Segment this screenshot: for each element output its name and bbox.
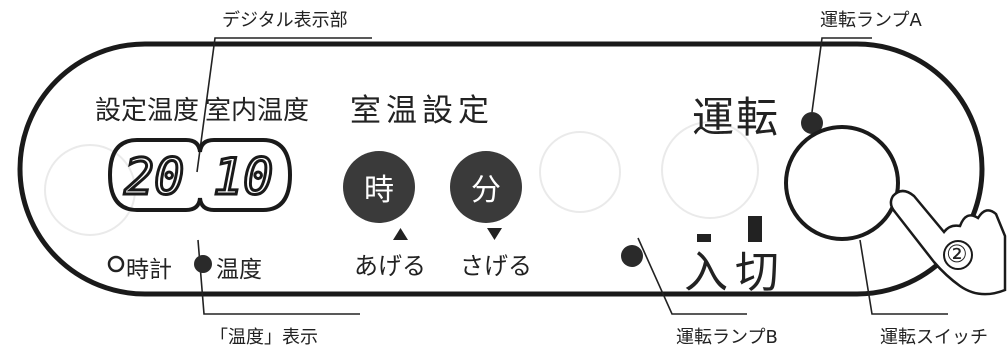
temp-legend-label: 温度	[216, 257, 262, 283]
callout-run-switch: 運転スイッチ	[880, 327, 988, 348]
callout-lamp-a: 運転ランプA	[820, 10, 922, 31]
callout-digital-display: デジタル表示部	[222, 10, 348, 31]
set-temp-label: 設定温度	[95, 96, 200, 126]
on-mark-icon	[697, 234, 711, 242]
hour-button[interactable]: 時	[343, 151, 415, 223]
clock-legend-label: 時計	[126, 257, 172, 283]
off-label: 切	[735, 247, 779, 298]
run-label: 運転	[692, 93, 781, 142]
leader-lines	[196, 37, 948, 315]
run-switch[interactable]	[784, 125, 900, 241]
clock-legend-dot	[107, 255, 125, 273]
down-label: さげる	[460, 252, 532, 280]
callout-temp-display: 「温度」表示	[210, 327, 318, 348]
room-temp-label: 室内温度	[205, 96, 310, 126]
digital-display-frame	[107, 138, 293, 212]
minute-button[interactable]: 分	[450, 151, 522, 223]
temp-legend-dot	[194, 255, 212, 273]
lcd-digits: 20 10	[123, 147, 275, 208]
up-label: あげる	[354, 252, 426, 280]
lamp-a-indicator	[801, 112, 823, 134]
ghost-background	[44, 121, 759, 236]
panel-outline	[17, 41, 985, 297]
room-temp-value: 10	[213, 148, 273, 206]
down-triangle-icon	[487, 228, 502, 240]
lamp-b-indicator	[621, 245, 643, 267]
hand-icon	[889, 189, 1007, 296]
up-triangle-icon	[393, 228, 408, 240]
on-label: 入	[684, 247, 728, 298]
step-number: ②	[946, 240, 968, 268]
off-mark-icon	[748, 216, 762, 242]
callout-lamp-b: 運転ランプB	[676, 327, 778, 348]
set-temp-value: 20	[124, 148, 184, 206]
room-temp-setting-title: 室温設定	[350, 93, 494, 129]
